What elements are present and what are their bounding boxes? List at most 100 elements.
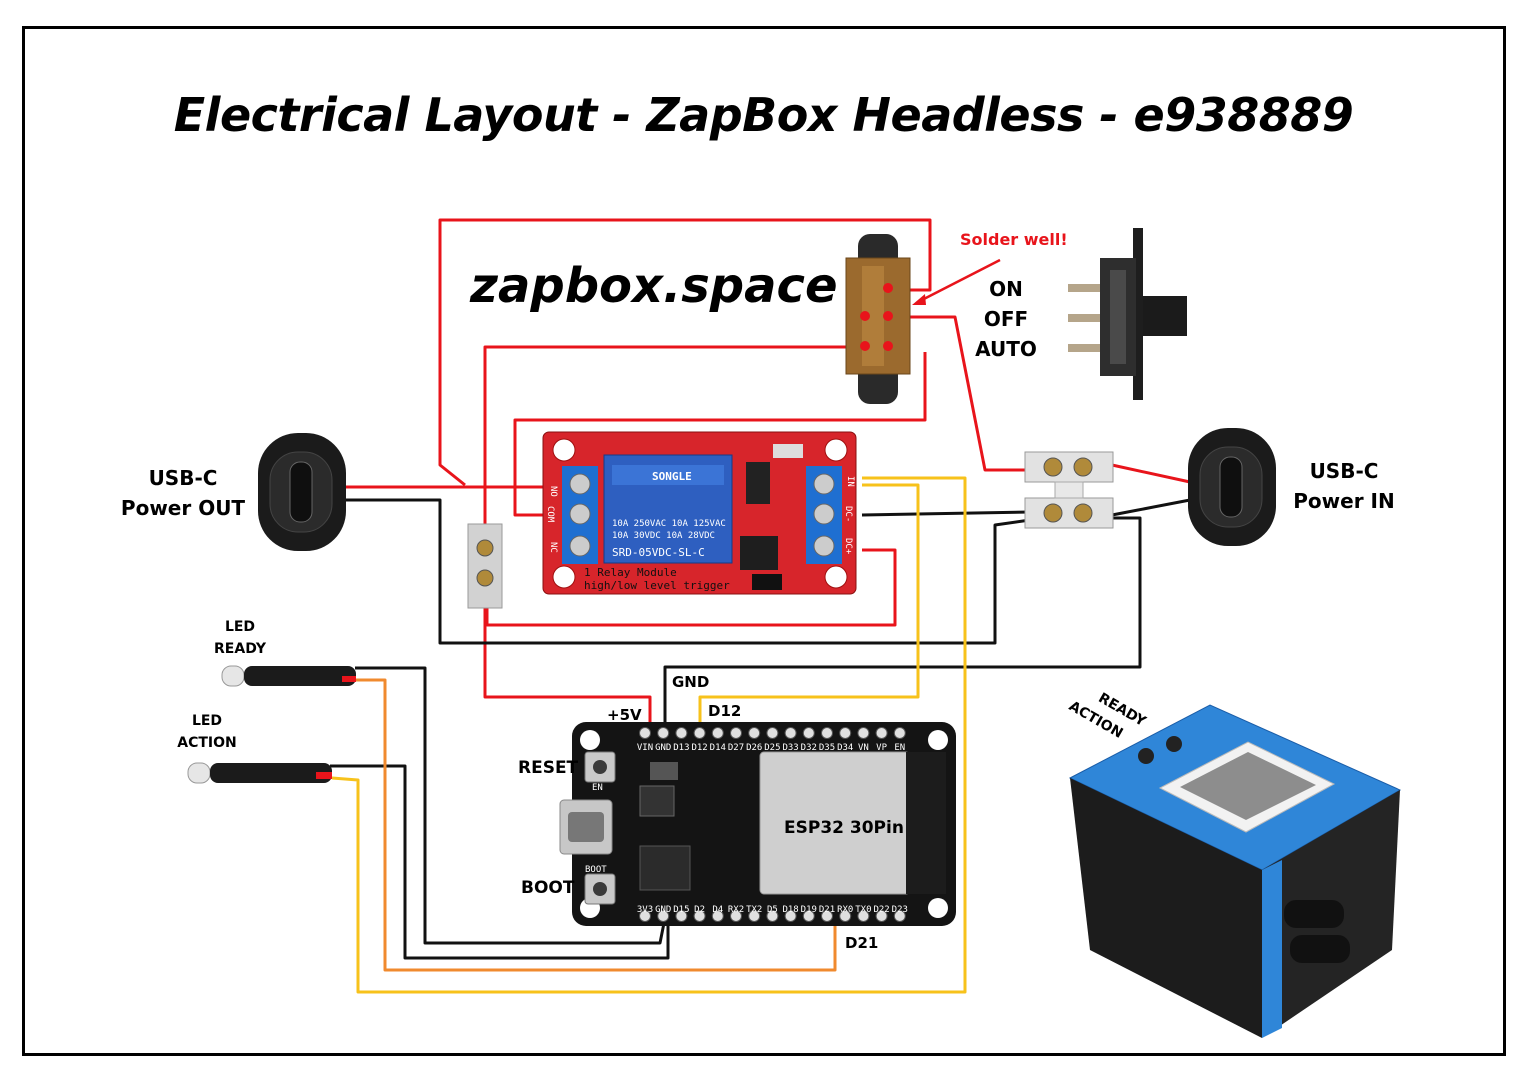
zapbox-device (1068, 704, 1402, 1038)
esp-top-pin-dot-d12 (693, 727, 706, 739)
esp-bottom-pin-dot-rx0 (839, 910, 852, 922)
esp-top-pin-vp: VP (876, 743, 887, 753)
esp-bottom-pin-d15: D15 (673, 905, 689, 915)
switch-auto-label: AUTO (975, 337, 1037, 361)
esp-top-pin-dot-d26 (748, 727, 761, 739)
esp-boot-btn-label: BOOT (585, 865, 607, 875)
esp32-board (559, 722, 956, 926)
esp-top-pin-d12: D12 (691, 743, 707, 753)
esp-top-pin-gnd: GND (655, 743, 671, 753)
esp-top-pin-d35: D35 (819, 743, 835, 753)
esp-bottom-pin-dot-tx0 (857, 910, 870, 922)
d12-label: D12 (708, 702, 742, 720)
esp-top-pin-dot-d14 (711, 727, 724, 739)
led-action-label-1: LED (191, 713, 223, 729)
usb-c-in-socket (1188, 428, 1276, 546)
led-action-label-2: ACTION (177, 735, 237, 751)
esp-top-pin-d34: D34 (837, 743, 853, 753)
esp-bottom-pin-dot-d23 (893, 910, 906, 922)
esp-bottom-pin-d23: D23 (892, 905, 908, 915)
esp-top-pin-dot-d25 (766, 727, 779, 739)
esp-top-pin-dot-d27 (730, 727, 742, 739)
relay-module-line2: high/low level trigger (584, 579, 730, 592)
esp-bottom-pin-dot-d18 (784, 910, 797, 922)
slide-switch-side (1068, 228, 1187, 400)
usb-in-label-1: USB-C (1309, 459, 1379, 483)
wire-orange-ready (355, 678, 837, 972)
esp-bottom-pin-d2: D2 (694, 905, 705, 915)
esp-bottom-pin-tx0: TX0 (855, 905, 871, 915)
diagram-title: Electrical Layout - ZapBox Headless - e9… (173, 88, 1354, 142)
esp-top-pin-en: EN (894, 743, 905, 753)
plus5v-label: +5V (607, 706, 642, 724)
esp-bottom-pin-rx2: RX2 (728, 905, 744, 915)
esp-bottom-pin-gnd: GND (655, 905, 671, 915)
esp-bottom-pin-dot-d5 (766, 910, 779, 922)
esp-top-pin-vn: VN (858, 743, 869, 753)
relay-model: SRD-05VDC-SL-C (612, 546, 705, 559)
led-action (187, 762, 332, 784)
relay-term-dcp: DC+ (843, 538, 853, 555)
d21-label: D21 (845, 934, 879, 952)
esp-bottom-pin-d19: D19 (801, 905, 817, 915)
esp-top-pin-dot-d13 (675, 727, 688, 739)
esp-bottom-pin-tx2: TX2 (746, 905, 762, 915)
relay-module-line1: 1 Relay Module (584, 566, 677, 579)
esp-bottom-pin-dot-rx2 (730, 910, 742, 922)
esp-top-pin-d14: D14 (710, 743, 726, 753)
terminal-block-left (467, 523, 503, 609)
gnd-label: GND (672, 673, 710, 691)
led-ready-label-1: LED (224, 619, 256, 635)
reset-label: RESET (518, 758, 579, 778)
esp-top-pin-dot-vp (875, 727, 888, 739)
diagram-frame (22, 26, 1506, 1056)
esp-bottom-pin-dot-gnd (657, 910, 670, 922)
esp-top-pin-d27: D27 (728, 743, 744, 753)
led-ready (221, 665, 356, 687)
wire-red-usb-in-b (1111, 463, 1191, 484)
esp-top-pin-dot-vin (639, 727, 651, 739)
usb-in-label-2: Power IN (1293, 489, 1395, 513)
wire-red-switch-com (513, 352, 927, 517)
switch-off-label: OFF (983, 307, 1029, 331)
esp-top-pin-d26: D26 (746, 743, 762, 753)
esp-top-pin-d25: D25 (764, 743, 780, 753)
relay-term-dcm: DC- (843, 506, 853, 522)
esp-top-pin-d13: D13 (673, 743, 689, 753)
esp-top-pin-d32: D32 (801, 743, 817, 753)
wire-red-usb-in (905, 315, 1030, 472)
wire-red-switch-top (438, 218, 932, 487)
relay-term-no: NO (548, 486, 558, 497)
wire-black-led-ready (355, 666, 667, 945)
esp-bottom-pin-dot-d19 (802, 910, 815, 922)
esp-bottom-pin-d5: D5 (767, 905, 778, 915)
wire-yellow-action (331, 476, 967, 994)
esp-bottom-pin-dot-3v3 (639, 910, 651, 922)
relay-brand: SONGLE (652, 470, 692, 483)
relay-spec-2: 10A 30VDC 10A 28VDC (612, 531, 715, 541)
relay-spec-1: 10A 250VAC 10A 125VAC (612, 519, 726, 529)
esp-bottom-pin-d21: D21 (819, 905, 835, 915)
wire-black-led-action (330, 764, 670, 960)
esp-top-pin-d33: D33 (782, 743, 798, 753)
connector-blocks-right (1024, 451, 1114, 529)
esp-bottom-pin-d22: D22 (873, 905, 889, 915)
switch-on-label: ON (989, 277, 1023, 301)
esp-bottom-pin-dot-d4 (711, 910, 724, 922)
esp-top-pin-dot-en (893, 727, 906, 739)
esp-bottom-pin-dot-d21 (821, 910, 833, 922)
esp-bottom-pin-dot-d2 (693, 910, 706, 922)
esp-top-pin-dot-d32 (802, 727, 815, 739)
wire-red-5v-low (483, 608, 652, 722)
boot-label: BOOT (521, 878, 575, 898)
esp-bottom-pin-3v3: 3V3 (637, 905, 653, 915)
site-name: zapbox.space (470, 258, 838, 314)
usb-out-label-2: Power OUT (120, 496, 246, 520)
esp-bottom-pin-d18: D18 (782, 905, 798, 915)
esp32-pin-dots (639, 727, 906, 922)
wire-red-dcplus (485, 548, 897, 627)
esp-top-pin-dot-d35 (821, 727, 833, 739)
solder-arrow (917, 258, 1001, 304)
